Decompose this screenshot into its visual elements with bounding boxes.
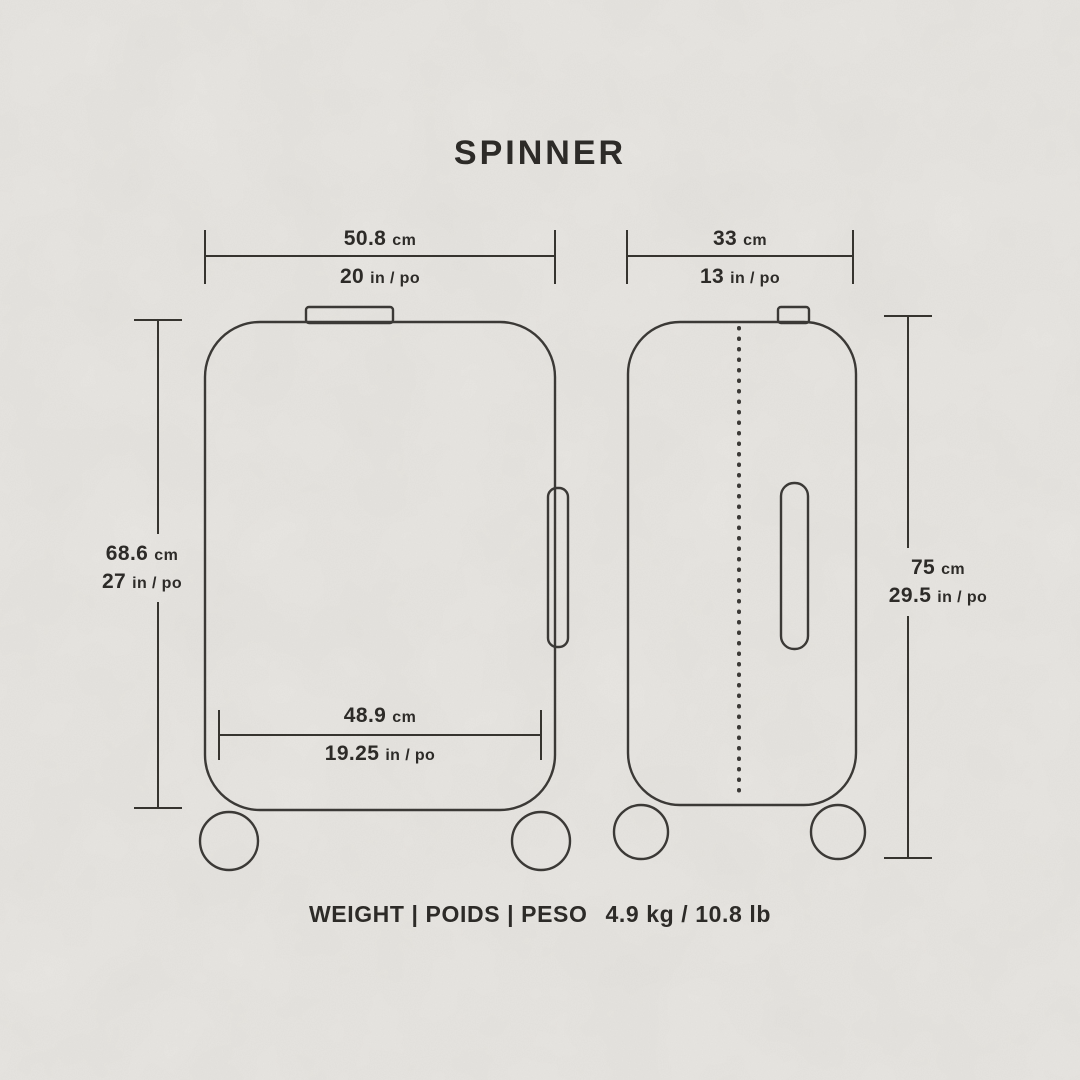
dim-metric: 68.6 cm: [106, 541, 178, 569]
imperial-unit: in / po: [132, 575, 183, 592]
dim-label-front-width: 50.8 cm 20 in / po: [255, 226, 505, 292]
weight-value: 4.9 kg / 10.8 lb: [605, 901, 772, 927]
dim-label-side-depth: 33 cm 13 in / po: [615, 226, 865, 292]
imperial-value: 29.5: [888, 584, 932, 607]
metric-value: 33: [712, 227, 738, 250]
dim-metric: 75 cm: [911, 555, 965, 583]
dim-line-side-depth: [626, 230, 854, 284]
dim-metric: 48.9 cm: [344, 703, 416, 731]
metric-unit: cm: [392, 232, 417, 249]
weight-line: WEIGHT | POIDS | PESO 4.9 kg / 10.8 lb: [0, 901, 1080, 928]
metric-unit: cm: [154, 547, 179, 564]
front-view-body: [203, 320, 557, 812]
side-face-handle: [779, 481, 810, 651]
metric-unit: cm: [743, 232, 768, 249]
side-wheel-right: [809, 803, 867, 861]
metric-value: 68.6: [105, 542, 149, 565]
dim-metric: 33 cm: [713, 226, 767, 254]
imperial-unit: in / po: [385, 747, 436, 764]
dimension-lines: [134, 230, 932, 859]
dim-imperial: 29.5 in / po: [889, 583, 987, 611]
front-wheel-right: [510, 810, 572, 872]
imperial-value: 13: [699, 265, 725, 288]
metric-value: 50.8: [343, 227, 387, 250]
dim-label-base-width: 48.9 cm 19.25 in / po: [255, 703, 505, 769]
dim-line-front-width: [204, 230, 556, 284]
imperial-unit: in / po: [370, 270, 421, 287]
dim-line-body-height: [134, 319, 182, 809]
imperial-value: 27: [101, 570, 127, 593]
dim-line-base-width: [218, 710, 542, 760]
dim-imperial: 20 in / po: [340, 264, 420, 292]
imperial-unit: in / po: [937, 589, 988, 606]
imperial-value: 20: [339, 265, 365, 288]
dim-metric: 50.8 cm: [344, 226, 416, 254]
metric-value: 75: [910, 556, 936, 579]
front-view: [198, 305, 572, 872]
dim-imperial: 19.25 in / po: [325, 741, 435, 769]
dim-line-total-height: [884, 315, 932, 859]
front-side-handle: [546, 486, 570, 649]
imperial-unit: in / po: [730, 270, 781, 287]
metric-unit: cm: [941, 561, 966, 578]
weight-labels: WEIGHT | POIDS | PESO: [308, 901, 588, 927]
page-title: SPINNER: [453, 134, 627, 172]
metric-value: 48.9: [343, 704, 387, 727]
dim-label-body-height: 68.6 cm 27 in / po: [42, 541, 242, 597]
front-wheel-left: [198, 810, 260, 872]
dim-label-total-height: 75 cm 29.5 in / po: [838, 555, 1038, 611]
dim-imperial: 13 in / po: [700, 264, 780, 292]
side-wheel-left: [612, 803, 670, 861]
metric-unit: cm: [392, 709, 417, 726]
side-view: [612, 305, 867, 861]
dim-imperial: 27 in / po: [102, 569, 182, 597]
imperial-value: 19.25: [324, 742, 380, 765]
side-view-body: [626, 320, 858, 807]
